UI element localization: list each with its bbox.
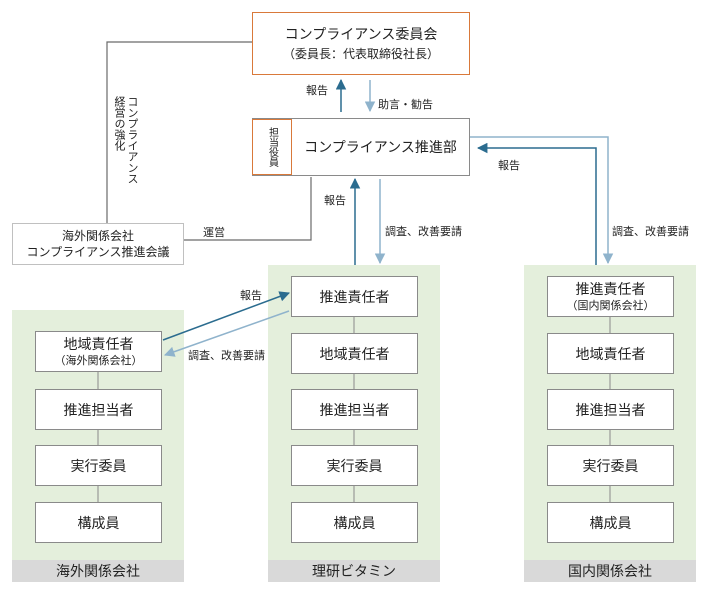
label-report-to-committee: 報告 (306, 84, 328, 97)
label-investigation-domestic: 調査、改善要請 (612, 225, 689, 238)
domestic-footer: 国内関係会社 (524, 560, 696, 582)
overseas-item-executive: 実行委員 (35, 445, 162, 486)
compliance-committee: コンプライアンス委員会 （委員長：代表取締役社長） (252, 12, 470, 75)
riken-item-promoter: 推進担当者 (291, 389, 418, 430)
council-line1: 海外関係会社 (61, 229, 134, 243)
promotion-title: コンプライアンス推進部 (304, 140, 457, 156)
label-management-strengthening: コンプライアンス経営の強化 (113, 96, 139, 184)
officer-tag: 担当役員 (252, 119, 292, 175)
label-report-from-overseas: 報告 (240, 289, 262, 302)
riken-footer: 理研ビタミン (268, 560, 440, 582)
overseas-item-promoter: 推進担当者 (35, 389, 162, 430)
overseas-compliance-council: 海外関係会社 コンプライアンス推進会議 (12, 223, 184, 265)
arrow-investigation-overseas (164, 310, 290, 357)
label-report-from-domestic: 報告 (498, 159, 520, 172)
riken-item-regional: 地域責任者 (291, 333, 418, 374)
label-investigation-overseas: 調査、改善要請 (188, 349, 265, 362)
label-investigation-riken: 調査、改善要請 (385, 225, 462, 238)
overseas-regional-manager: 地域責任者 （海外関係会社） (35, 331, 162, 372)
label-report-from-riken: 報告 (324, 194, 346, 207)
domestic-item-promoter: 推進担当者 (547, 389, 674, 430)
arrow-investigation-domestic (470, 136, 614, 265)
riken-promotion-manager: 推進責任者 (291, 276, 418, 317)
line-council-to-promotion (184, 177, 312, 241)
council-line2: コンプライアンス推進会議 (26, 245, 170, 259)
overseas-head-sub: （海外関係会社） (54, 353, 143, 367)
line-committee-to-council (106, 41, 252, 224)
riken-item-member: 構成員 (291, 502, 418, 543)
label-operate: 運営 (203, 226, 225, 239)
arrow-report-from-domestic (476, 142, 597, 265)
domestic-promotion-manager: 推進責任者 （国内関係会社） (547, 276, 674, 317)
domestic-head-sub: （国内関係会社） (566, 298, 655, 312)
domestic-item-regional: 地域責任者 (547, 333, 674, 374)
domestic-item-member: 構成員 (547, 502, 674, 543)
overseas-head-title: 地域責任者 (63, 336, 134, 353)
riken-item-executive: 実行委員 (291, 445, 418, 486)
label-advice: 助言・勧告 (378, 98, 433, 111)
officer-tag-label: 担当役員 (266, 127, 278, 167)
overseas-footer: 海外関係会社 (12, 560, 184, 582)
committee-subtitle: （委員長：代表取締役社長） (282, 46, 439, 61)
overseas-item-member: 構成員 (35, 502, 162, 543)
arrow-report-from-overseas (162, 291, 290, 341)
domestic-head-title: 推進責任者 (575, 281, 646, 298)
compliance-promotion-dept: 担当役員 コンプライアンス推進部 (252, 118, 470, 176)
committee-title: コンプライアンス委員会 (284, 26, 438, 43)
domestic-item-executive: 実行委員 (547, 445, 674, 486)
